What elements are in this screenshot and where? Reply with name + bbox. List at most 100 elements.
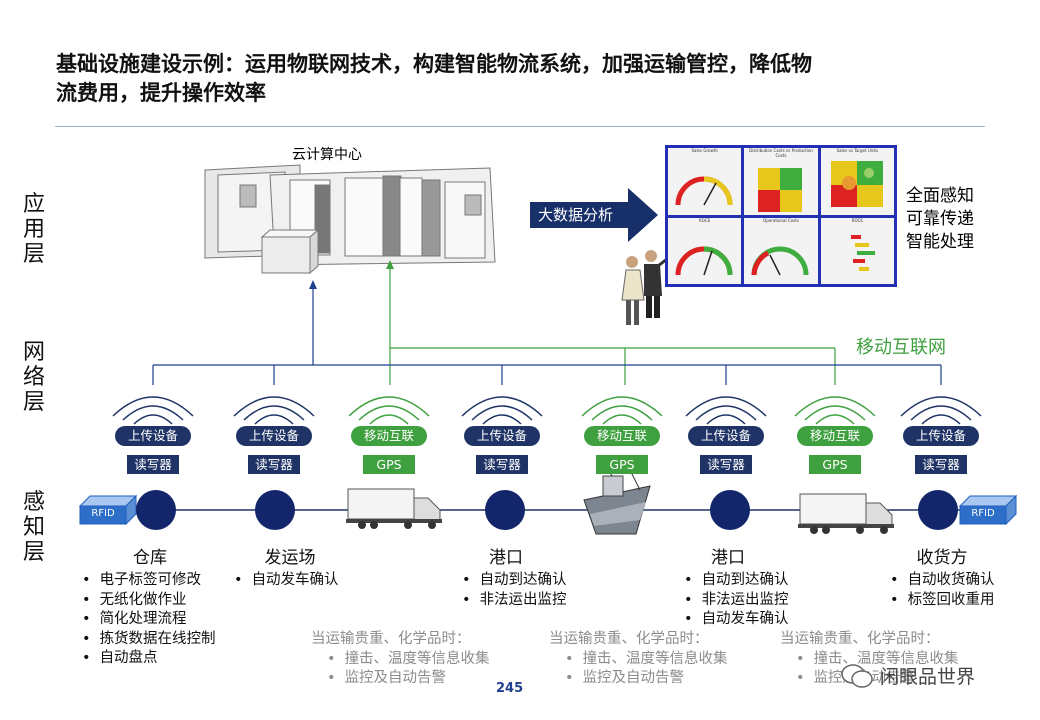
signal-waves bbox=[112, 396, 982, 425]
rfid-tag-left bbox=[78, 494, 138, 526]
mobile-internet-bus bbox=[389, 347, 836, 385]
mobile-device-pill: 移动互联 bbox=[797, 426, 873, 446]
note-head: 当运输贵重、化学品时： bbox=[311, 631, 471, 647]
node-name: 收货方 bbox=[916, 548, 968, 568]
signal-wave-icon bbox=[233, 396, 315, 425]
layer-app-text: 应用层 bbox=[22, 192, 45, 267]
cloud-center-label: 云计算中心 bbox=[292, 147, 362, 163]
list-item: 自动盘点 bbox=[82, 649, 216, 669]
note-item: 撞击、温度等信息收集 bbox=[796, 650, 959, 670]
panel-title: Operational Costs bbox=[763, 217, 799, 223]
analysis-benefits: 全面感知 可靠传递 智能处理 bbox=[906, 185, 974, 254]
list-item: 无纸化做作业 bbox=[82, 591, 216, 611]
panel-title: ROCE bbox=[699, 217, 711, 223]
layer-label-sensing: 感知层 bbox=[20, 490, 48, 565]
hazmat-note: 当运输贵重、化学品时： 撞击、温度等信息收集 监控及自动告警 bbox=[311, 630, 490, 689]
panel-title: Sales Growth bbox=[691, 148, 718, 153]
node-warehouse bbox=[136, 490, 176, 530]
upload-device-pill: 上传设备 bbox=[688, 426, 764, 446]
list-item: 拣货数据在线控制 bbox=[82, 630, 216, 650]
signal-wave-icon bbox=[685, 396, 767, 425]
node-name: 港口 bbox=[489, 548, 523, 568]
note-head: 当运输贵重、化学品时： bbox=[780, 631, 940, 647]
layer-label-application: 应用层 bbox=[20, 192, 48, 267]
mobile-device-pill: 移动互联 bbox=[351, 426, 427, 446]
benefit-item: 可靠传递 bbox=[906, 209, 974, 229]
cloud-servers-illustration bbox=[204, 164, 496, 275]
bigdata-analysis-label: 大数据分析 bbox=[538, 206, 614, 224]
port-2-features: 自动到达确认 非法运出监控 自动发车确认 bbox=[684, 571, 789, 630]
note-head: 当运输贵重、化学品时： bbox=[549, 631, 709, 647]
gps-box: GPS bbox=[363, 455, 415, 474]
page-title: 基础设施建设示例：运用物联网技术，构建智能物流系统，加强运输管控，降低物流费用，… bbox=[56, 52, 812, 105]
node-name: 仓库 bbox=[133, 548, 167, 568]
mobile-device-pill: 移动互联 bbox=[584, 426, 660, 446]
page-number: 245 bbox=[496, 681, 524, 696]
consignee-features: 自动收货确认 标签回收重用 bbox=[890, 571, 995, 610]
signal-wave-icon bbox=[794, 396, 876, 425]
dashboard-panel: Sales Growth bbox=[668, 148, 742, 215]
upload-device-pill: 上传设备 bbox=[236, 426, 312, 446]
dashboard-panel: ROCE bbox=[668, 217, 742, 284]
bubble-chart-icon bbox=[830, 161, 883, 207]
list-item: 自动发车确认 bbox=[234, 571, 339, 591]
gps-box: GPS bbox=[809, 455, 861, 474]
note-item: 撞击、温度等信息收集 bbox=[327, 650, 490, 670]
port-1-features: 自动到达确认 非法运出监控 bbox=[462, 571, 567, 610]
hazmat-note: 当运输贵重、化学品时： 撞击、温度等信息收集 监控及自动告警 bbox=[549, 630, 728, 689]
node-port-2 bbox=[710, 490, 750, 530]
list-item: 自动发车确认 bbox=[684, 610, 789, 630]
signal-wave-icon bbox=[112, 396, 194, 425]
reader-box: 读写器 bbox=[476, 455, 528, 474]
dashboard-panel: Sales vs Target Units bbox=[820, 148, 894, 215]
node-name: 发运场 bbox=[264, 548, 316, 568]
signal-wave-icon bbox=[581, 396, 663, 425]
layer-sensing-text: 感知层 bbox=[22, 490, 45, 565]
mobile-uplink-arrow bbox=[386, 260, 394, 269]
chat-bubble-icon bbox=[841, 663, 873, 688]
node-consignee bbox=[918, 490, 958, 530]
note-item: 监控及自动告警 bbox=[565, 669, 728, 689]
signal-wave-icon bbox=[348, 396, 430, 425]
dashboard-panel: Operational Costs bbox=[744, 217, 818, 284]
bar-chart-icon bbox=[850, 234, 875, 271]
list-item: 自动到达确认 bbox=[684, 571, 789, 591]
node-port-1 bbox=[485, 490, 525, 530]
list-item: 非法运出监控 bbox=[684, 591, 789, 611]
gauge-icon bbox=[675, 176, 733, 206]
truck-icon bbox=[346, 488, 442, 529]
rfid-tag-right bbox=[958, 494, 1018, 526]
dashboard-panel: Distribution Costs vs Production Costs bbox=[744, 148, 818, 215]
list-item: 标签回收重用 bbox=[890, 591, 995, 611]
mobile-internet-label: 移动互联网 bbox=[856, 337, 946, 358]
upload-device-bus bbox=[152, 364, 942, 385]
panel-title: Sales vs Target Units bbox=[836, 148, 879, 153]
dispatch-features: 自动发车确认 bbox=[234, 571, 339, 591]
benefit-item: 智能处理 bbox=[906, 232, 974, 252]
reader-box: 读写器 bbox=[248, 455, 300, 474]
list-item: 自动到达确认 bbox=[462, 571, 567, 591]
reader-box: 读写器 bbox=[700, 455, 752, 474]
note-item: 撞击、温度等信息收集 bbox=[565, 650, 728, 670]
upload-device-pill: 上传设备 bbox=[115, 426, 191, 446]
warehouse-features: 电子标签可修改 无纸化做作业 简化处理流程 拣货数据在线控制 自动盘点 bbox=[82, 571, 216, 669]
panel-title: Distribution Costs vs Production Costs bbox=[749, 148, 813, 158]
rfid-label-right: RFID bbox=[971, 508, 995, 519]
analytics-dashboard: Sales Growth Distribution Costs vs Produ… bbox=[665, 145, 897, 287]
reader-box: 读写器 bbox=[915, 455, 967, 474]
watermark: 闲眼品世界 bbox=[840, 662, 975, 689]
bigdata-arrow bbox=[530, 188, 658, 242]
ship-icon bbox=[583, 465, 651, 535]
panel-title: ROCE bbox=[851, 217, 863, 223]
upload-device-pill: 上传设备 bbox=[464, 426, 540, 446]
list-item: 简化处理流程 bbox=[82, 610, 216, 630]
watermark-text: 闲眼品世界 bbox=[880, 666, 976, 688]
matrix-chart-icon bbox=[758, 168, 803, 212]
note-item: 监控及自动告警 bbox=[327, 669, 490, 689]
node-name: 港口 bbox=[711, 548, 745, 568]
list-item: 自动收货确认 bbox=[890, 571, 995, 591]
reader-box: 读写器 bbox=[127, 455, 179, 474]
signal-wave-icon bbox=[900, 396, 982, 425]
dashboard-panel: ROCE bbox=[820, 217, 894, 284]
